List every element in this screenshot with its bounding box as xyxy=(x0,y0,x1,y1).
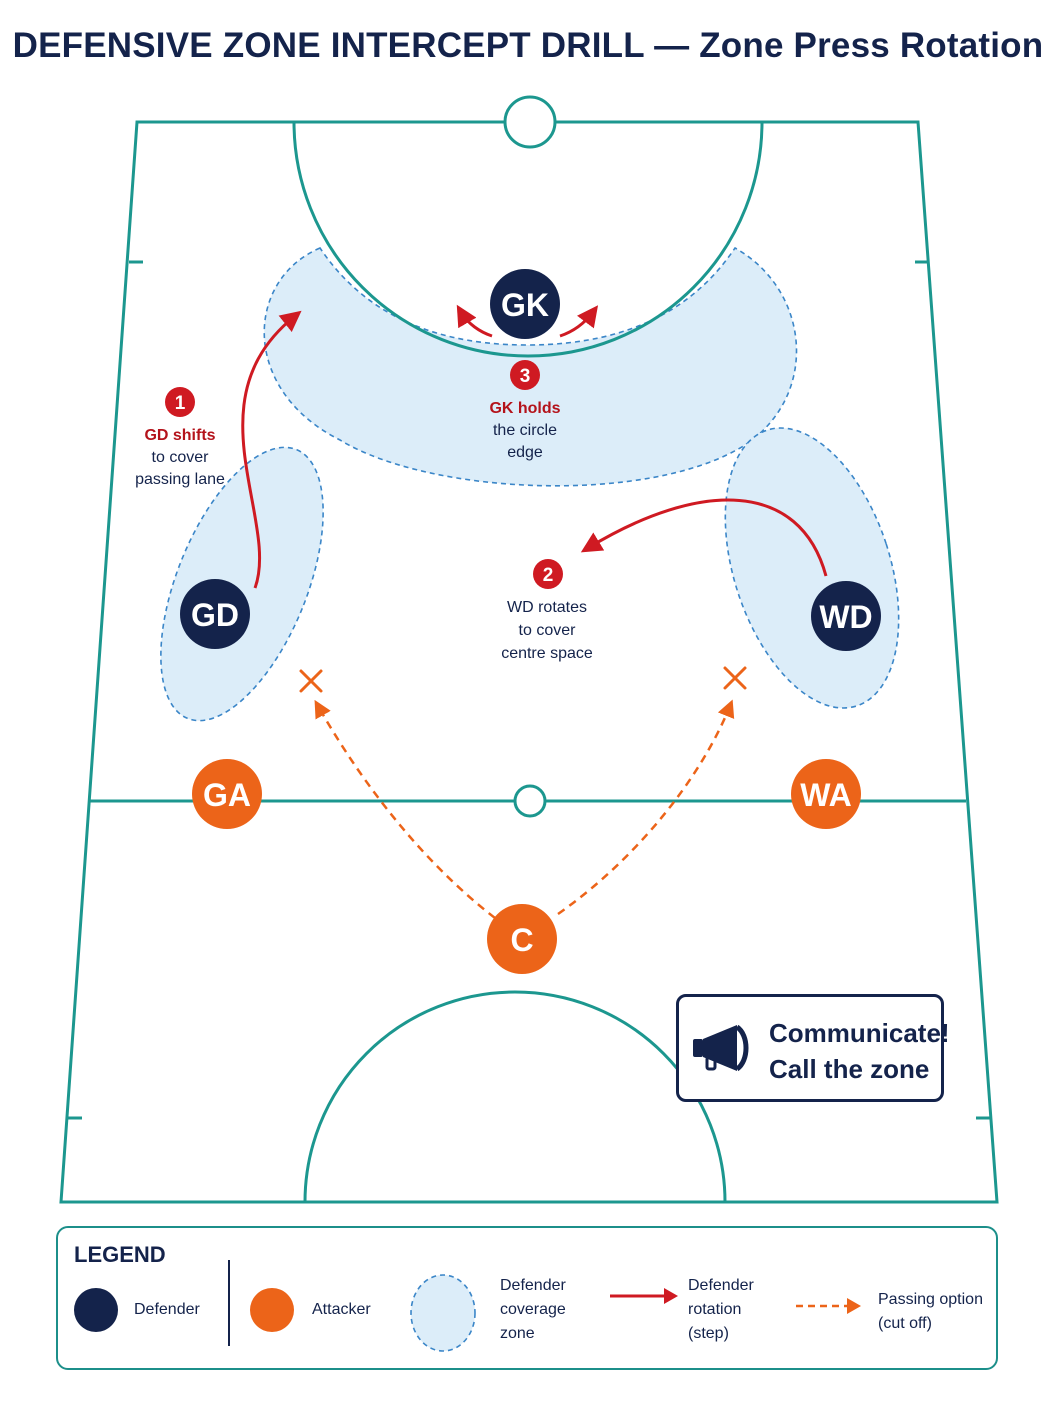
legend-defender-label: Defender xyxy=(134,1301,200,1318)
gk-rotation-arrow-left xyxy=(456,304,493,338)
legend-zone-label: Defender coverage zone xyxy=(500,1277,566,1342)
callout-text: Communicate! Call the zone xyxy=(769,1018,950,1084)
player-ga: GA xyxy=(192,759,262,829)
legend-passing-label: Passing option (cut off) xyxy=(878,1291,983,1332)
svg-text:GD: GD xyxy=(191,597,239,633)
step-3-annotation: 3 GK holds the circle edge xyxy=(489,360,561,461)
svg-text:centre space: centre space xyxy=(501,645,593,662)
svg-text:2: 2 xyxy=(543,565,554,586)
gd-coverage-zone xyxy=(160,446,324,722)
legend-attacker-swatch xyxy=(250,1288,294,1332)
player-c: C xyxy=(487,904,557,974)
diagram-title: DEFENSIVE ZONE INTERCEPT DRILL — Zone Pr… xyxy=(12,26,1044,65)
passing-options xyxy=(299,666,747,919)
legend-title: LEGEND xyxy=(74,1242,166,1267)
cut-off-mark-left xyxy=(299,669,323,693)
player-wd: WD xyxy=(811,581,881,651)
step-1-badge xyxy=(165,387,195,417)
step-2-annotation: 2 WD rotates to cover centre space xyxy=(501,559,593,662)
svg-text:GK holds: GK holds xyxy=(489,400,560,417)
communicate-callout: Communicate! Call the zone xyxy=(676,994,950,1102)
player-gk: GK xyxy=(490,269,560,339)
svg-text:3: 3 xyxy=(520,366,531,387)
svg-text:to cover: to cover xyxy=(519,622,577,639)
centre-circle xyxy=(513,784,547,818)
legend-zone-swatch xyxy=(410,1274,476,1352)
player-wa: WA xyxy=(791,759,861,829)
legend-defender-swatch xyxy=(74,1288,118,1332)
step-2-badge xyxy=(533,559,563,589)
step-3-badge xyxy=(510,360,540,390)
wd-rotation-arrow xyxy=(580,498,828,577)
legend-divider xyxy=(228,1260,230,1346)
gk-rotation-arrow-right xyxy=(559,305,599,338)
passing-arrow-to-right xyxy=(557,699,735,916)
legend-passing-swatch xyxy=(796,1298,861,1314)
svg-text:to cover: to cover xyxy=(152,449,210,466)
svg-text:GK: GK xyxy=(501,287,549,323)
legend-rotation-swatch xyxy=(610,1288,678,1304)
step-1-annotation: 1 GD shifts to cover passing lane xyxy=(135,387,225,488)
passing-arrow-to-left xyxy=(314,699,496,919)
svg-text:edge: edge xyxy=(507,444,543,461)
legend-rotation-label: Defender rotation (step) xyxy=(688,1277,754,1342)
wd-coverage-zone xyxy=(724,427,900,709)
svg-text:GA: GA xyxy=(203,777,251,813)
gd-rotation-arrow xyxy=(241,310,302,589)
player-gd: GD xyxy=(180,579,250,649)
legend: LEGEND Defender Attacker Defender covera… xyxy=(56,1226,998,1370)
svg-text:WD rotates: WD rotates xyxy=(507,599,587,616)
legend-attacker-label: Attacker xyxy=(312,1301,371,1318)
rotation-arrows xyxy=(241,304,828,589)
svg-text:1: 1 xyxy=(175,393,186,414)
bottom-goal-circle xyxy=(303,990,727,1203)
top-goal-post xyxy=(503,95,557,149)
cut-off-mark-right xyxy=(723,666,747,690)
svg-text:C: C xyxy=(510,922,533,958)
svg-text:passing lane: passing lane xyxy=(135,471,225,488)
svg-text:WD: WD xyxy=(819,599,872,635)
top-goal-circle xyxy=(292,121,764,358)
megaphone-icon xyxy=(693,1024,749,1072)
svg-text:WA: WA xyxy=(800,777,852,813)
svg-text:the circle: the circle xyxy=(493,422,557,439)
court-outline xyxy=(59,120,999,1204)
svg-text:GD shifts: GD shifts xyxy=(144,427,215,444)
